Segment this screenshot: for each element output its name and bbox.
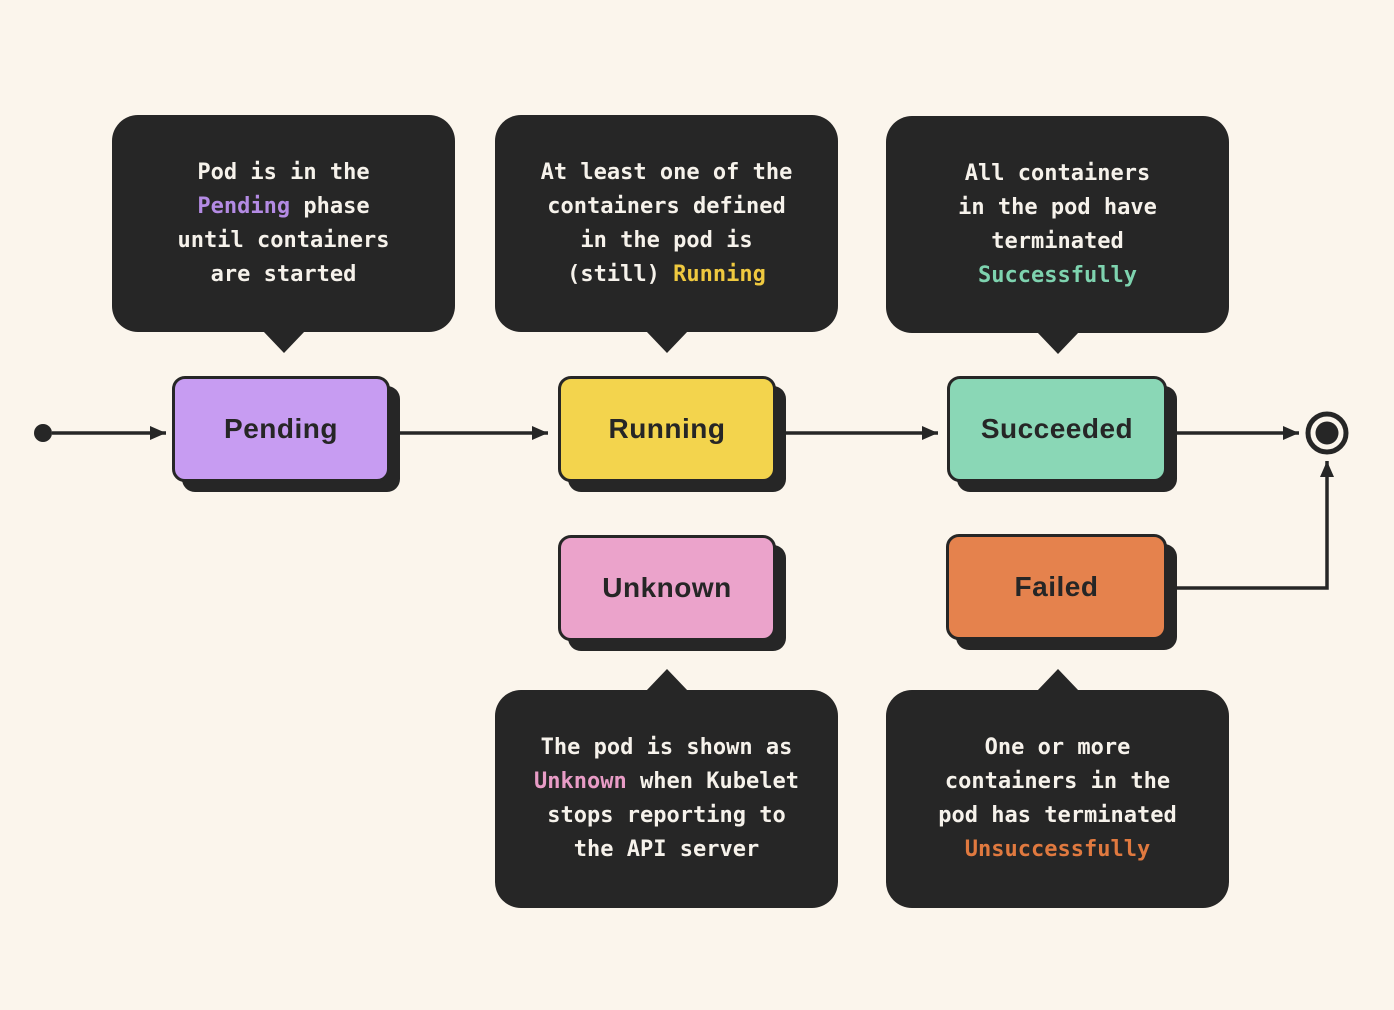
callout-pointer-icon (262, 331, 305, 353)
callout-pointer-icon (1036, 669, 1079, 691)
callout-running: At least one of the containers defined i… (495, 115, 838, 353)
callout-pointer-icon (645, 669, 688, 691)
state-pending: Pending (172, 376, 390, 482)
callout-pending: Pod is in the Pending phase until contai… (112, 115, 455, 353)
callout-unknown-text: The pod is shown as Unknown when Kubelet… (534, 735, 799, 862)
arrow-failed-to-end (1173, 461, 1334, 590)
start-node-icon (34, 424, 52, 442)
callout-pointer-icon (645, 331, 688, 353)
callout-unknown: The pod is shown as Unknown when Kubelet… (495, 669, 838, 908)
state-running: Running (558, 376, 776, 482)
state-label-succeeded: Succeeded (980, 413, 1134, 444)
state-label-running: Running (608, 413, 726, 444)
callout-pending-text: Pod is in the Pending phase until contai… (177, 159, 390, 287)
callout-failed-text: One or more containers in the pod has te… (938, 735, 1177, 862)
callout-succeeded: All containers in the pod have terminate… (886, 116, 1229, 354)
callout-failed: One or more containers in the pod has te… (886, 669, 1229, 908)
state-label-pending: Pending (224, 413, 338, 444)
end-node-dot-icon (1315, 421, 1339, 445)
state-failed: Failed (946, 534, 1167, 640)
state-unknown: Unknown (558, 535, 776, 641)
state-label-unknown: Unknown (602, 572, 732, 603)
callout-running-text: At least one of the containers defined i… (540, 159, 793, 287)
state-label-failed: Failed (1014, 571, 1099, 602)
callout-succeeded-text: All containers in the pod have terminate… (958, 160, 1157, 288)
state-succeeded: Succeeded (947, 376, 1167, 482)
callout-pointer-icon (1036, 332, 1079, 354)
